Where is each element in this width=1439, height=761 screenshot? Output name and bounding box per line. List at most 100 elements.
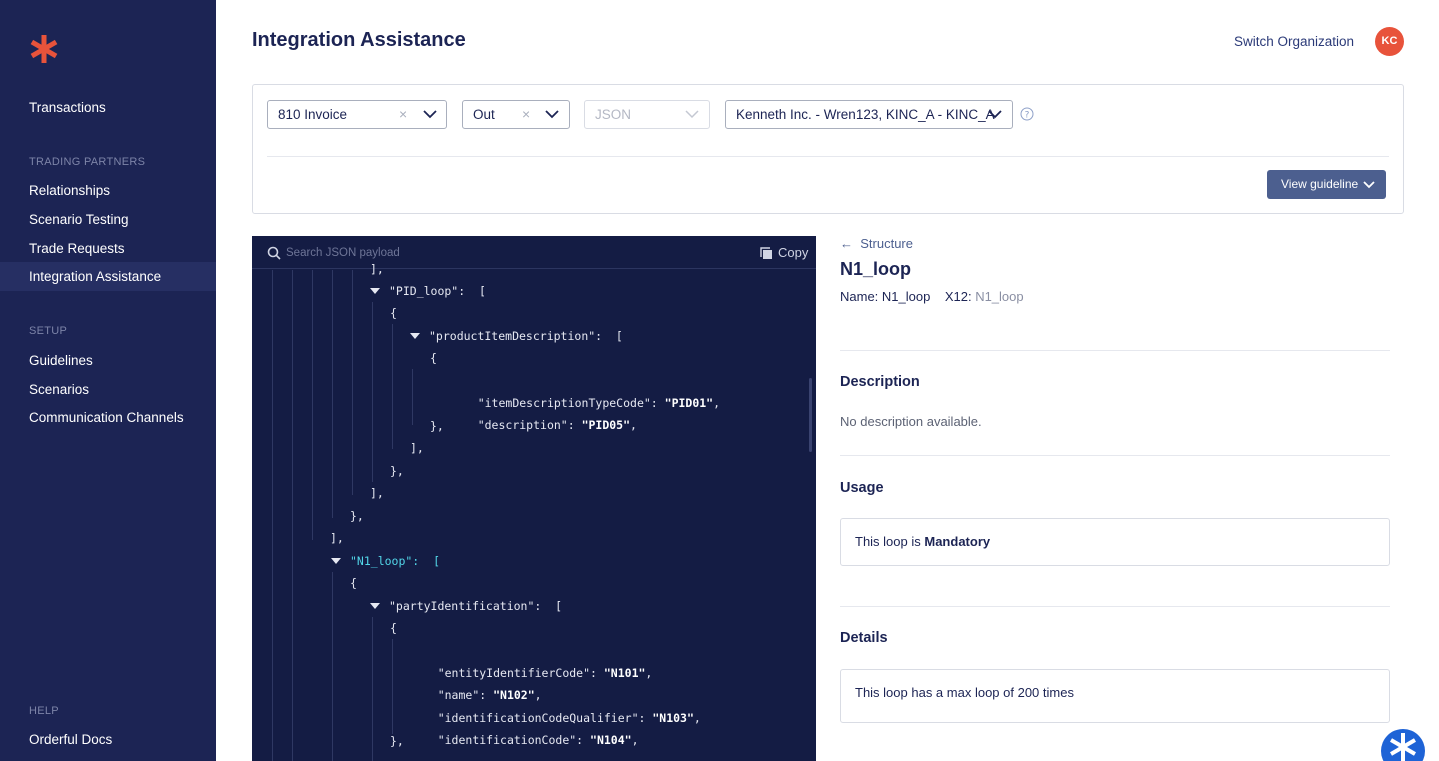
arrow-left-icon: ←	[840, 236, 853, 251]
json-value: "PID01"	[664, 396, 714, 410]
partner-value: Kenneth Inc. - Wren123, KINC_A - KINC_A	[736, 107, 995, 122]
json-payload-panel: Copy ], "PID_loop": [ { "productItemDesc…	[252, 236, 816, 761]
code-line: ],	[410, 441, 424, 455]
json-comma: ,	[693, 711, 701, 725]
code-line: },	[430, 419, 444, 433]
code-line: {	[390, 621, 397, 635]
back-to-structure-link[interactable]: ← Structure	[840, 236, 913, 251]
avatar[interactable]: KC	[1375, 27, 1404, 56]
chevron-down-icon[interactable]	[423, 109, 437, 119]
sidebar-item-integration-assistance[interactable]: Integration Assistance	[0, 262, 216, 291]
indent-guide	[352, 270, 353, 495]
view-guideline-button[interactable]: View guideline	[1267, 170, 1386, 199]
collapse-toggle-icon[interactable]	[370, 288, 380, 294]
code-line: },	[390, 464, 404, 478]
code-line: },	[350, 509, 364, 523]
json-key: "entityIdentifierCode":	[437, 666, 604, 680]
code-line: {	[430, 351, 437, 365]
indent-guide	[332, 572, 333, 761]
description-text: No description available.	[840, 414, 982, 429]
sidebar-section-setup: SETUP	[29, 325, 68, 337]
json-key-highlighted: "N1_loop": [	[350, 554, 441, 568]
scrollbar-thumb[interactable]	[809, 378, 812, 452]
code-line: "name": "N102",	[410, 662, 542, 702]
sidebar-item-scenario-testing[interactable]: Scenario Testing	[29, 212, 129, 227]
divider	[840, 606, 1390, 607]
name-value: N1_loop	[881, 289, 931, 304]
copy-button[interactable]: Copy	[760, 245, 808, 260]
json-key: "description":	[477, 418, 582, 432]
format-value: JSON	[595, 107, 632, 122]
json-search-input[interactable]	[286, 242, 736, 264]
format-select[interactable]: JSON	[584, 100, 710, 129]
indent-guide	[412, 369, 413, 425]
orderful-asterisk-icon	[1389, 733, 1417, 761]
usage-box: This loop is Mandatory	[840, 518, 1390, 566]
collapse-toggle-icon[interactable]	[410, 333, 420, 339]
sidebar-section-trading-partners: TRADING PARTNERS	[29, 156, 146, 168]
indent-guide	[392, 639, 393, 734]
sidebar-item-guidelines[interactable]: Guidelines	[29, 353, 93, 368]
sidebar-item-transactions[interactable]: Transactions	[29, 100, 106, 115]
json-key: "itemDescriptionTypeCode":	[477, 396, 665, 410]
code-line: "partyIdentification": [	[389, 599, 563, 613]
json-value: "N102"	[493, 688, 535, 702]
usage-value: Mandatory	[924, 534, 991, 549]
json-value: "N103"	[652, 711, 694, 725]
back-link-label: Structure	[860, 236, 913, 251]
usage-prefix: This loop is	[855, 534, 925, 549]
indent-guide	[292, 270, 293, 761]
copy-label: Copy	[778, 245, 809, 260]
json-key: "identificationCodeQualifier":	[437, 711, 653, 725]
svg-text:?: ?	[1025, 111, 1030, 121]
json-comma: ,	[713, 396, 721, 410]
sidebar-item-communication-channels[interactable]: Communication Channels	[29, 410, 184, 425]
direction-select[interactable]: Out ×	[462, 100, 570, 129]
code-line-highlighted[interactable]: "N1_loop": [	[350, 550, 440, 572]
direction-value: Out	[473, 107, 495, 122]
chevron-down-icon	[685, 110, 699, 119]
code-line: ],	[370, 486, 384, 500]
sidebar-item-orderful-docs[interactable]: Orderful Docs	[29, 732, 113, 747]
sidebar-section-help: HELP	[29, 705, 59, 717]
json-key: "identificationCode":	[437, 733, 591, 747]
detail-title: N1_loop	[840, 259, 912, 279]
code-line: "identificationCodeQualifier": "N103",	[410, 685, 701, 725]
sidebar-item-relationships[interactable]: Relationships	[29, 183, 111, 198]
divider	[840, 350, 1390, 351]
transaction-type-select[interactable]: 810 Invoice ×	[267, 100, 447, 129]
json-value: "N101"	[603, 666, 646, 680]
detail-meta: Name: N1_loop X12: N1_loop	[840, 289, 1024, 304]
sidebar-item-trade-requests[interactable]: Trade Requests	[29, 241, 125, 256]
code-line: },	[390, 734, 404, 748]
indent-guide	[372, 302, 373, 482]
partner-select[interactable]: Kenneth Inc. - Wren123, KINC_A - KINC_A	[725, 100, 1013, 129]
clear-icon[interactable]: ×	[522, 106, 531, 122]
code-line: "productItemDescription": [	[429, 329, 623, 343]
panel-divider	[267, 156, 1389, 157]
json-key: "name":	[437, 688, 494, 702]
help-icon[interactable]: ?	[1020, 107, 1034, 121]
search-icon	[267, 246, 281, 260]
switch-organization-link[interactable]: Switch Organization	[1234, 34, 1355, 49]
description-heading: Description	[840, 374, 920, 390]
json-comma: ,	[630, 418, 637, 432]
indent-guide	[332, 270, 333, 518]
orderful-logo-icon[interactable]	[28, 33, 60, 65]
code-line: "itemDescriptionTypeCode": "PID01",	[450, 370, 720, 410]
code-line: ],	[370, 262, 384, 276]
name-label: Name:	[840, 289, 879, 304]
code-line: "PID_loop": [	[389, 284, 486, 298]
code-line: "entityIdentifierCode": "N101",	[410, 640, 653, 680]
chevron-down-icon[interactable]	[988, 109, 1002, 119]
filter-panel: 810 Invoice × Out × JSON Kenneth Inc. - …	[252, 84, 1404, 214]
sidebar: Transactions TRADING PARTNERS Relationsh…	[0, 0, 216, 761]
help-chat-button[interactable]	[1381, 729, 1425, 761]
x12-value: N1_loop	[975, 289, 1024, 304]
collapse-toggle-icon[interactable]	[331, 558, 341, 564]
chevron-down-icon[interactable]	[545, 109, 559, 119]
indent-guide	[272, 270, 273, 761]
collapse-toggle-icon[interactable]	[370, 603, 380, 609]
sidebar-item-scenarios[interactable]: Scenarios	[29, 382, 90, 397]
clear-icon[interactable]: ×	[399, 106, 408, 122]
